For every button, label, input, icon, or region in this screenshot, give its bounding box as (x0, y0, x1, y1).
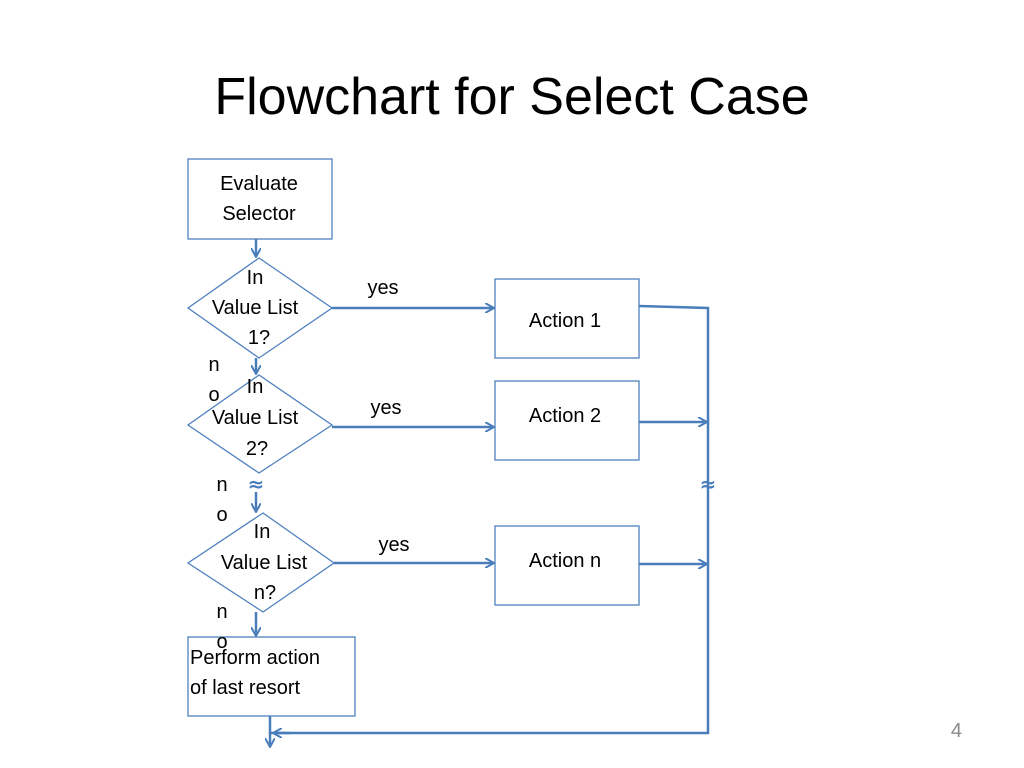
slide-title: Flowchart for Select Case (214, 68, 810, 126)
decision-2-line-1: In (247, 376, 264, 398)
yes-label-1: yes (367, 277, 398, 299)
decision-1-line-1: In (247, 267, 264, 289)
ellipsis-left-icon: ≈ (248, 472, 265, 496)
evaluate-line-2: Selector (222, 203, 296, 225)
no-label-2-o: o (216, 504, 227, 526)
last-resort-line-1: Perform action (190, 647, 320, 669)
yes-label-n: yes (378, 534, 409, 556)
no-label-1-n: n (208, 354, 219, 376)
no-label-2-n: n (216, 474, 227, 496)
decision-1-line-3: 1? (248, 327, 270, 349)
decision-2-line-3: 2? (246, 438, 268, 460)
decision-1-line-2: Value List (212, 297, 299, 319)
evaluate-selector-box: Evaluate Selector (187, 158, 333, 240)
evaluate-line-1: Evaluate (220, 173, 298, 195)
connector-action1-return (270, 304, 710, 735)
page-number: 4 (950, 720, 962, 742)
last-resort-line-2: of last resort (190, 677, 300, 699)
action-2-box: Action 2 (494, 380, 640, 461)
decision-n-line-3: n? (254, 582, 276, 604)
action-1-label: Action 1 (529, 310, 601, 332)
no-label-1-o: o (208, 384, 219, 406)
decision-n-line-1: In (254, 521, 271, 543)
action-2-label: Action 2 (529, 405, 601, 427)
action-n-box: Action n (494, 525, 640, 606)
yes-label-2: yes (370, 397, 401, 419)
decision-1-diamond: In Value List 1? (186, 257, 334, 359)
action-n-label: Action n (529, 550, 601, 572)
last-resort-box: Perform action of last resort (187, 636, 356, 717)
decision-2-line-2: Value List (212, 407, 299, 429)
decision-n-diamond: In Value List n? (186, 512, 336, 613)
action-1-box: Action 1 (494, 278, 640, 359)
decision-2-diamond: In Value List 2? (186, 374, 334, 474)
ellipsis-right-icon: ≈ (700, 472, 717, 496)
no-label-n-o: o (216, 631, 227, 653)
decision-n-line-2: Value List (221, 552, 308, 574)
no-label-n-n: n (216, 601, 227, 623)
